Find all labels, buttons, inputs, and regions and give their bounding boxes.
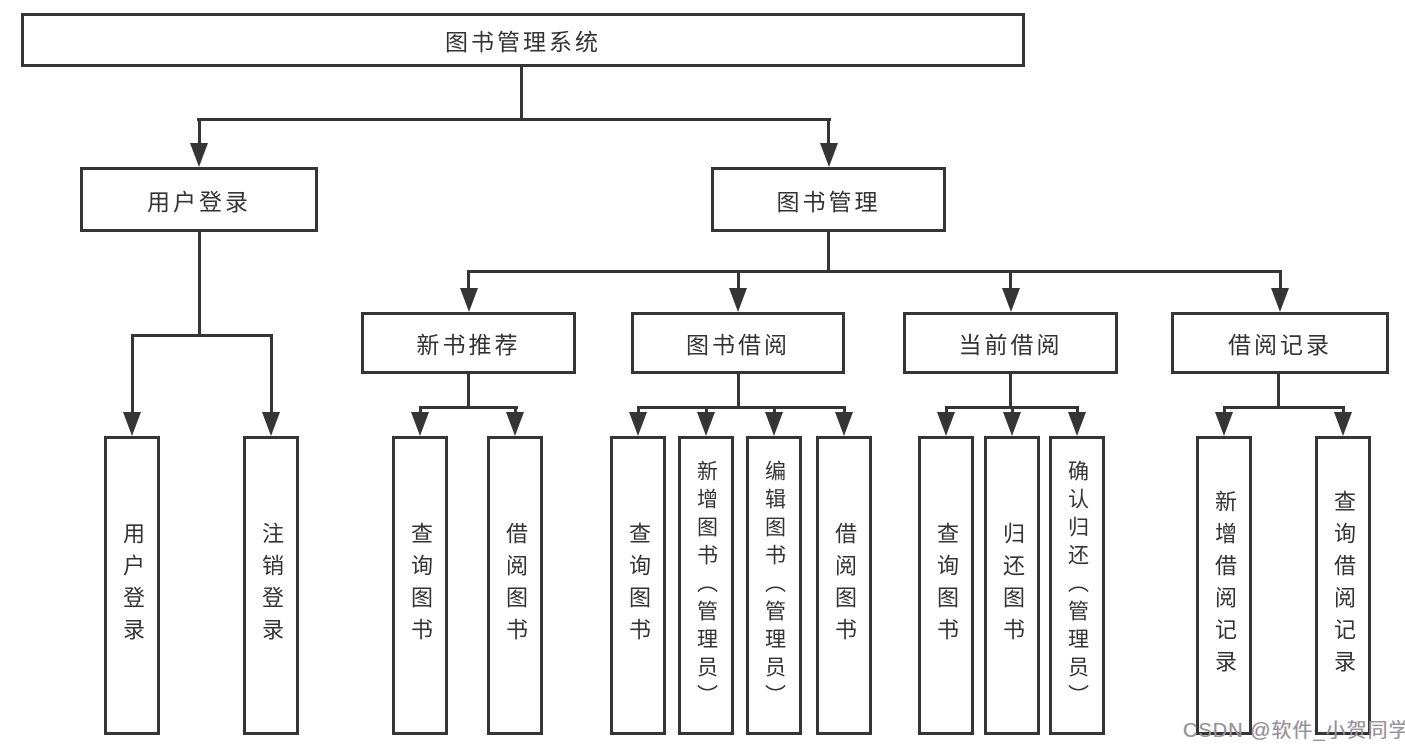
leaf-label: 新增借阅记录 [1212,489,1237,682]
connector-hline [1222,406,1345,409]
leaf-label: 编辑图书（管理员） [762,459,786,712]
arrow-down-icon [123,412,141,436]
connector-vline [827,118,830,146]
connector-vline [1222,406,1226,416]
arrow-down-icon [1215,412,1233,436]
node-book-borrowing: 图书借阅 [631,312,845,374]
arrow-down-icon [262,412,280,436]
leaf-query-books-borrowing: 查询图书 [610,436,666,735]
leaf-label: 注销登录 [259,521,284,650]
leaf-label: 查询图书 [934,521,959,650]
node-new-book-recommend: 新书推荐 [361,312,576,374]
arrow-down-icon [1068,412,1086,436]
arrow-down-icon [629,412,647,436]
csdn-watermark: CSDN @软件_小贺同学 [1183,720,1405,742]
leaf-query-borrow-record: 查询借阅记录 [1315,436,1371,735]
connector-vline [513,406,517,416]
arrow-down-icon [697,412,715,436]
connector-vline [130,334,134,415]
arrow-down-icon [190,143,208,167]
connector-vline [1278,270,1282,291]
arrow-down-icon [411,412,429,436]
connector-hline [467,270,1281,273]
connector-vline [1341,406,1345,416]
connector-vline [827,229,830,273]
arrow-down-icon [835,412,853,436]
connector-vline [842,406,846,416]
connector-vline [1010,406,1014,416]
arrow-down-icon [1334,412,1352,436]
connector-vline [1277,371,1280,409]
arrow-down-icon [1001,288,1020,312]
arrow-down-icon [506,412,524,436]
leaf-label: 用户登录 [120,521,145,650]
connector-hline [130,334,273,337]
node-user-login: 用户登录 [80,167,318,232]
leaf-user-login: 用户登录 [104,436,160,735]
leaf-label: 归还图书 [1000,521,1025,650]
arrow-down-icon [937,412,955,436]
connector-vline [772,406,776,416]
connector-vline [1075,406,1079,416]
connector-vline [418,406,422,416]
leaf-borrow-books-recommend: 借阅图书 [487,436,543,735]
connector-vline [704,406,708,416]
connector-vline [1009,270,1012,291]
leaf-query-books-recommend: 查询图书 [392,436,448,735]
node-borrowing-records: 借阅记录 [1171,312,1389,374]
leaf-label: 新增图书（管理员） [694,459,718,712]
leaf-confirm-return-admin: 确认归还（管理员） [1049,436,1105,735]
connector-hline [418,406,518,409]
leaf-return-books: 归还图书 [984,436,1040,735]
connector-hline [636,406,846,409]
arrow-down-icon [459,288,478,312]
connector-vline [736,270,740,291]
connector-hline [197,118,831,121]
connector-vline [197,118,201,146]
leaf-edit-books-admin: 编辑图书（管理员） [746,436,802,735]
leaf-label: 查询图书 [408,521,433,650]
leaf-add-books-admin: 新增图书（管理员） [678,436,734,735]
leaf-label: 查询图书 [626,521,651,650]
connector-vline [944,406,948,416]
connector-vline [269,334,273,415]
connector-vline [636,406,640,416]
leaf-label: 确认归还（管理员） [1065,459,1089,712]
leaf-borrow-books-borrowing: 借阅图书 [816,436,872,735]
arrow-down-icon [765,412,783,436]
connector-vline [520,64,523,121]
leaf-logout: 注销登录 [243,436,299,735]
node-root: 图书管理系统 [21,13,1025,67]
connector-vline [736,371,740,409]
connector-vline [467,371,470,409]
leaf-query-books-current: 查询图书 [918,436,974,735]
arrow-down-icon [1003,412,1021,436]
arrow-down-icon [819,143,838,167]
leaf-label: 借阅图书 [503,521,528,650]
connector-vline [197,229,201,337]
leaf-label: 借阅图书 [832,521,857,650]
node-current-borrowing: 当前借阅 [903,312,1118,374]
leaf-label: 查询借阅记录 [1331,489,1356,682]
node-book-management: 图书管理 [711,167,946,232]
connector-vline [467,270,470,291]
leaf-add-borrow-record: 新增借阅记录 [1196,436,1252,735]
arrow-down-icon [1271,288,1289,312]
connector-vline [1009,371,1012,409]
arrow-down-icon [729,288,747,312]
